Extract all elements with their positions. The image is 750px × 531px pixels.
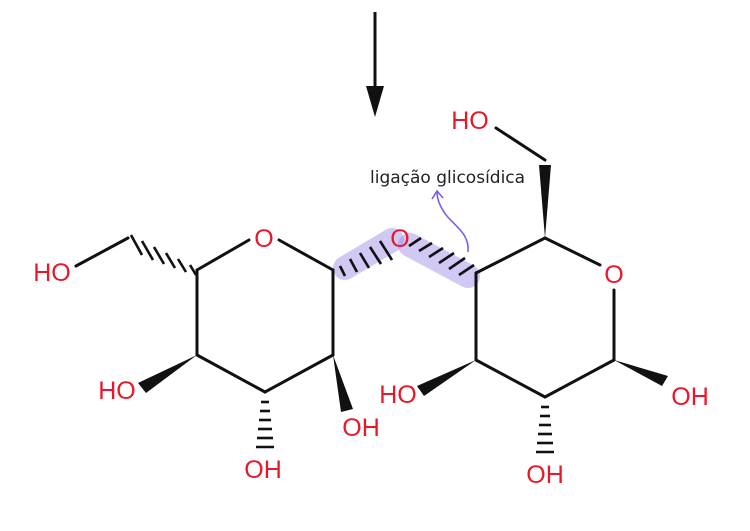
left-c4-hydroxyl: HO (98, 377, 136, 405)
right-c2-hydroxyl: OH (526, 461, 564, 489)
right-c3-hydroxyl: HO (379, 381, 417, 409)
left-ring-oxygen: O (254, 225, 273, 253)
left-glucose-ring: O HO HO OH OH (33, 225, 394, 484)
left-ch2oh-label: HO (33, 259, 71, 287)
left-c3-hydroxyl: OH (244, 456, 282, 484)
right-c1-hydroxyl: OH (671, 383, 709, 411)
glycosidic-bond-label: ligação glicosídica (370, 168, 525, 188)
down-arrow-icon (366, 12, 384, 117)
right-ring-oxygen: O (604, 261, 623, 289)
right-glucose-ring: HO O HO OH OH (379, 107, 709, 489)
right-ch2oh-label: HO (451, 107, 489, 135)
curved-arrow-icon (436, 191, 469, 253)
left-c2-hydroxyl: OH (342, 414, 380, 442)
glycosidic-oxygen: O (390, 225, 409, 253)
